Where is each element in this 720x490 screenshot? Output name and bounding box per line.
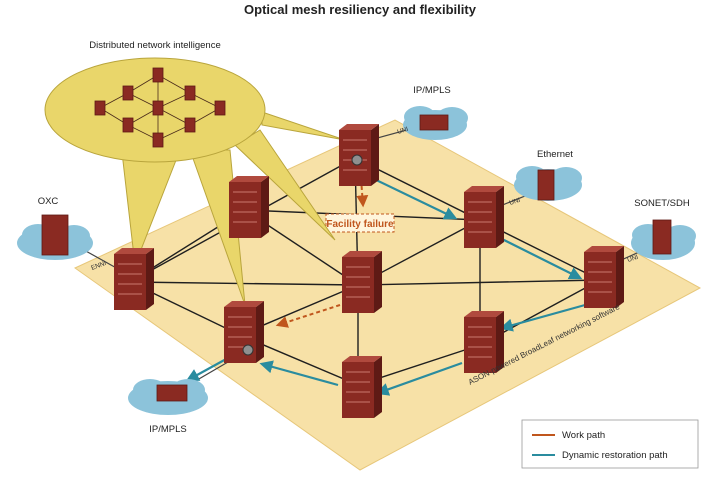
router-ipmpls-bottom <box>156 384 188 402</box>
node-center <box>341 250 383 314</box>
node-upper-right <box>463 185 505 249</box>
oxc-device <box>41 214 69 256</box>
legend: Work path Dynamic restoration path <box>521 419 699 469</box>
router-ipmpls-top <box>419 114 449 131</box>
sonet-label: SONET/SDH <box>634 198 690 209</box>
facility-failure-box <box>325 213 395 233</box>
node-bottom <box>341 355 383 419</box>
adm-sonet <box>652 219 672 255</box>
restoration-paths <box>185 177 586 396</box>
switch-ethernet <box>537 169 555 201</box>
uni-label-top: UNI <box>396 126 409 136</box>
ipmpls-bottom-label: IP/MPLS <box>149 424 187 435</box>
port-icon-top <box>351 154 363 166</box>
enni-label: ENNI <box>90 260 107 272</box>
node-upper-left <box>228 175 270 239</box>
legend-work-path-label: Work path <box>562 430 605 441</box>
node-right <box>583 245 625 309</box>
oxc-label: OXC <box>38 196 59 207</box>
legend-restoration-label: Dynamic restoration path <box>562 450 668 461</box>
uni-label-sonet: UNI <box>626 254 639 264</box>
intelligence-bubble <box>44 57 346 306</box>
node-left <box>113 247 155 311</box>
ipmpls-top-label: IP/MPLS <box>413 85 451 96</box>
port-icon-lower-left <box>242 344 254 356</box>
facility-failure-label: Facility failure <box>326 219 394 230</box>
ethernet-label: Ethernet <box>537 149 573 160</box>
work-paths <box>275 164 369 328</box>
uni-label-ethernet: UNI <box>508 197 521 207</box>
diagram-title: Optical mesh resiliency and flexibility <box>244 2 477 17</box>
distributed-intelligence-label: Distributed network intelligence <box>89 40 220 51</box>
